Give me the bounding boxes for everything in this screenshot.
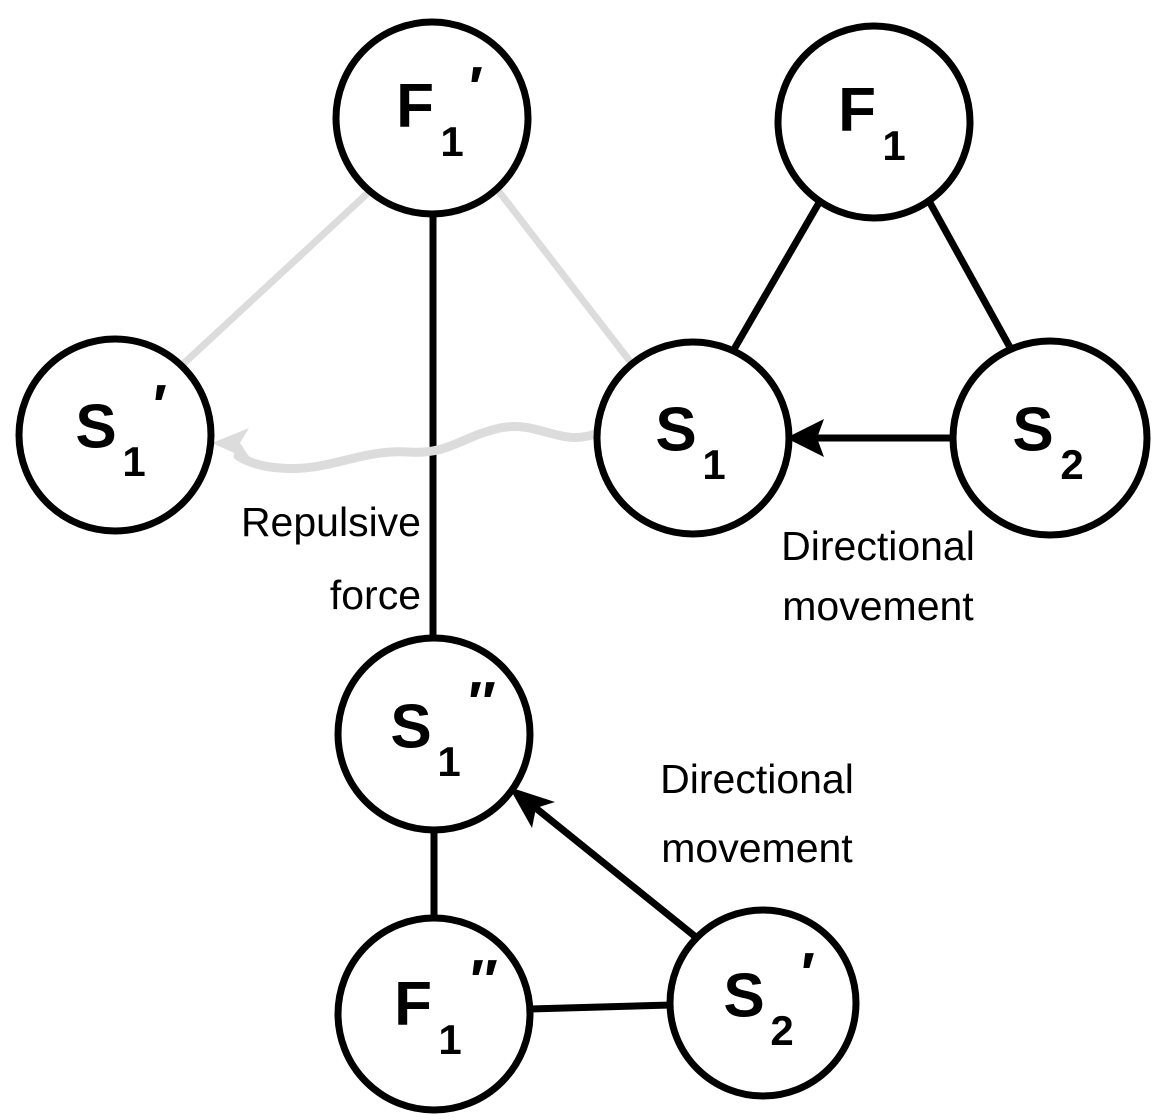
caption-directional-top-line1: Directional	[781, 523, 975, 569]
caption-directional-top-line2: movement	[782, 583, 974, 629]
node-f1-double-prime-sub: 1	[438, 1016, 461, 1063]
arrowhead-s1-s1prime	[212, 428, 252, 461]
node-s1-double-prime-base: S	[390, 692, 431, 761]
node-s1-prime-prime: ′	[153, 373, 167, 438]
node-s2-prime-base: S	[723, 961, 764, 1030]
caption-directional-movement-top: Directional movement	[781, 523, 975, 629]
node-f1-double-prime[interactable]: F 1 ″	[334, 914, 534, 1114]
node-s2-prime-prime: ′	[801, 941, 815, 1006]
edge-f1-s2	[925, 199, 1016, 353]
node-s2-prime-circle[interactable]	[666, 906, 860, 1100]
caption-repulsive-line2: force	[330, 572, 421, 618]
node-f1-prime-sub: 1	[440, 118, 463, 165]
node-s1-sub: 1	[702, 441, 725, 488]
node-f1-double-prime-prime: ″	[470, 948, 498, 1013]
arrowhead-s2prime-s1doubleprime	[509, 787, 555, 828]
node-s1-circle[interactable]	[593, 338, 793, 538]
caption-repulsive-force: Repulsive force	[241, 499, 421, 618]
node-s2[interactable]: S 2	[949, 337, 1151, 539]
node-s1[interactable]: S 1	[593, 338, 793, 538]
node-s2-prime[interactable]: S 2 ′	[666, 906, 860, 1100]
node-s1-prime-circle[interactable]	[15, 335, 215, 535]
solid-edge-group	[429, 199, 1016, 1013]
node-f1-double-prime-base: F	[394, 969, 432, 1038]
node-s1-prime-sub: 1	[122, 438, 145, 485]
node-f1-circle[interactable]	[774, 22, 974, 222]
node-s1-double-prime-circle[interactable]	[334, 634, 534, 834]
arrowhead-s2-s1	[786, 419, 824, 457]
node-f1-prime-prime: ′	[469, 55, 483, 120]
ghost-edge-group	[177, 185, 636, 370]
node-f1-prime-circle[interactable]	[332, 18, 532, 218]
node-s1-double-prime[interactable]: S 1 ″	[334, 634, 534, 834]
edge-f1prime-s1	[493, 185, 636, 368]
node-s1-prime-base: S	[75, 392, 116, 461]
node-f1-sub: 1	[882, 122, 905, 169]
node-s1-double-prime-prime: ″	[468, 670, 496, 735]
edge-s2prime-s1doubleprime-shaft	[529, 802, 700, 941]
caption-directional-bottom-line1: Directional	[660, 756, 854, 802]
edge-s1-s1prime-wave	[233, 422, 603, 473]
caption-directional-movement-bottom: Directional movement	[660, 756, 854, 871]
edge-f1-s1	[729, 199, 824, 353]
edge-f1doubleprime-s2prime	[529, 1001, 672, 1013]
caption-directional-bottom-line2: movement	[661, 825, 853, 871]
node-s1-base: S	[655, 395, 696, 464]
node-f1-prime[interactable]: F 1 ′	[332, 18, 532, 218]
node-f1-base: F	[838, 75, 876, 144]
node-s2-base: S	[1012, 395, 1053, 464]
node-f1-double-prime-circle[interactable]	[334, 914, 534, 1114]
node-s1-double-prime-sub: 1	[437, 738, 460, 785]
node-s2-sub: 2	[1060, 441, 1083, 488]
node-f1-prime-base: F	[396, 71, 434, 140]
node-s2-circle[interactable]	[949, 337, 1151, 539]
node-s2-prime-sub: 2	[770, 1007, 793, 1054]
edge-f1prime-s1prime	[177, 187, 374, 370]
caption-repulsive-line1: Repulsive	[241, 499, 421, 545]
repulsive-arrow-group	[212, 422, 603, 473]
node-s1-prime[interactable]: S 1 ′	[15, 335, 215, 535]
node-f1[interactable]: F 1	[774, 22, 974, 222]
